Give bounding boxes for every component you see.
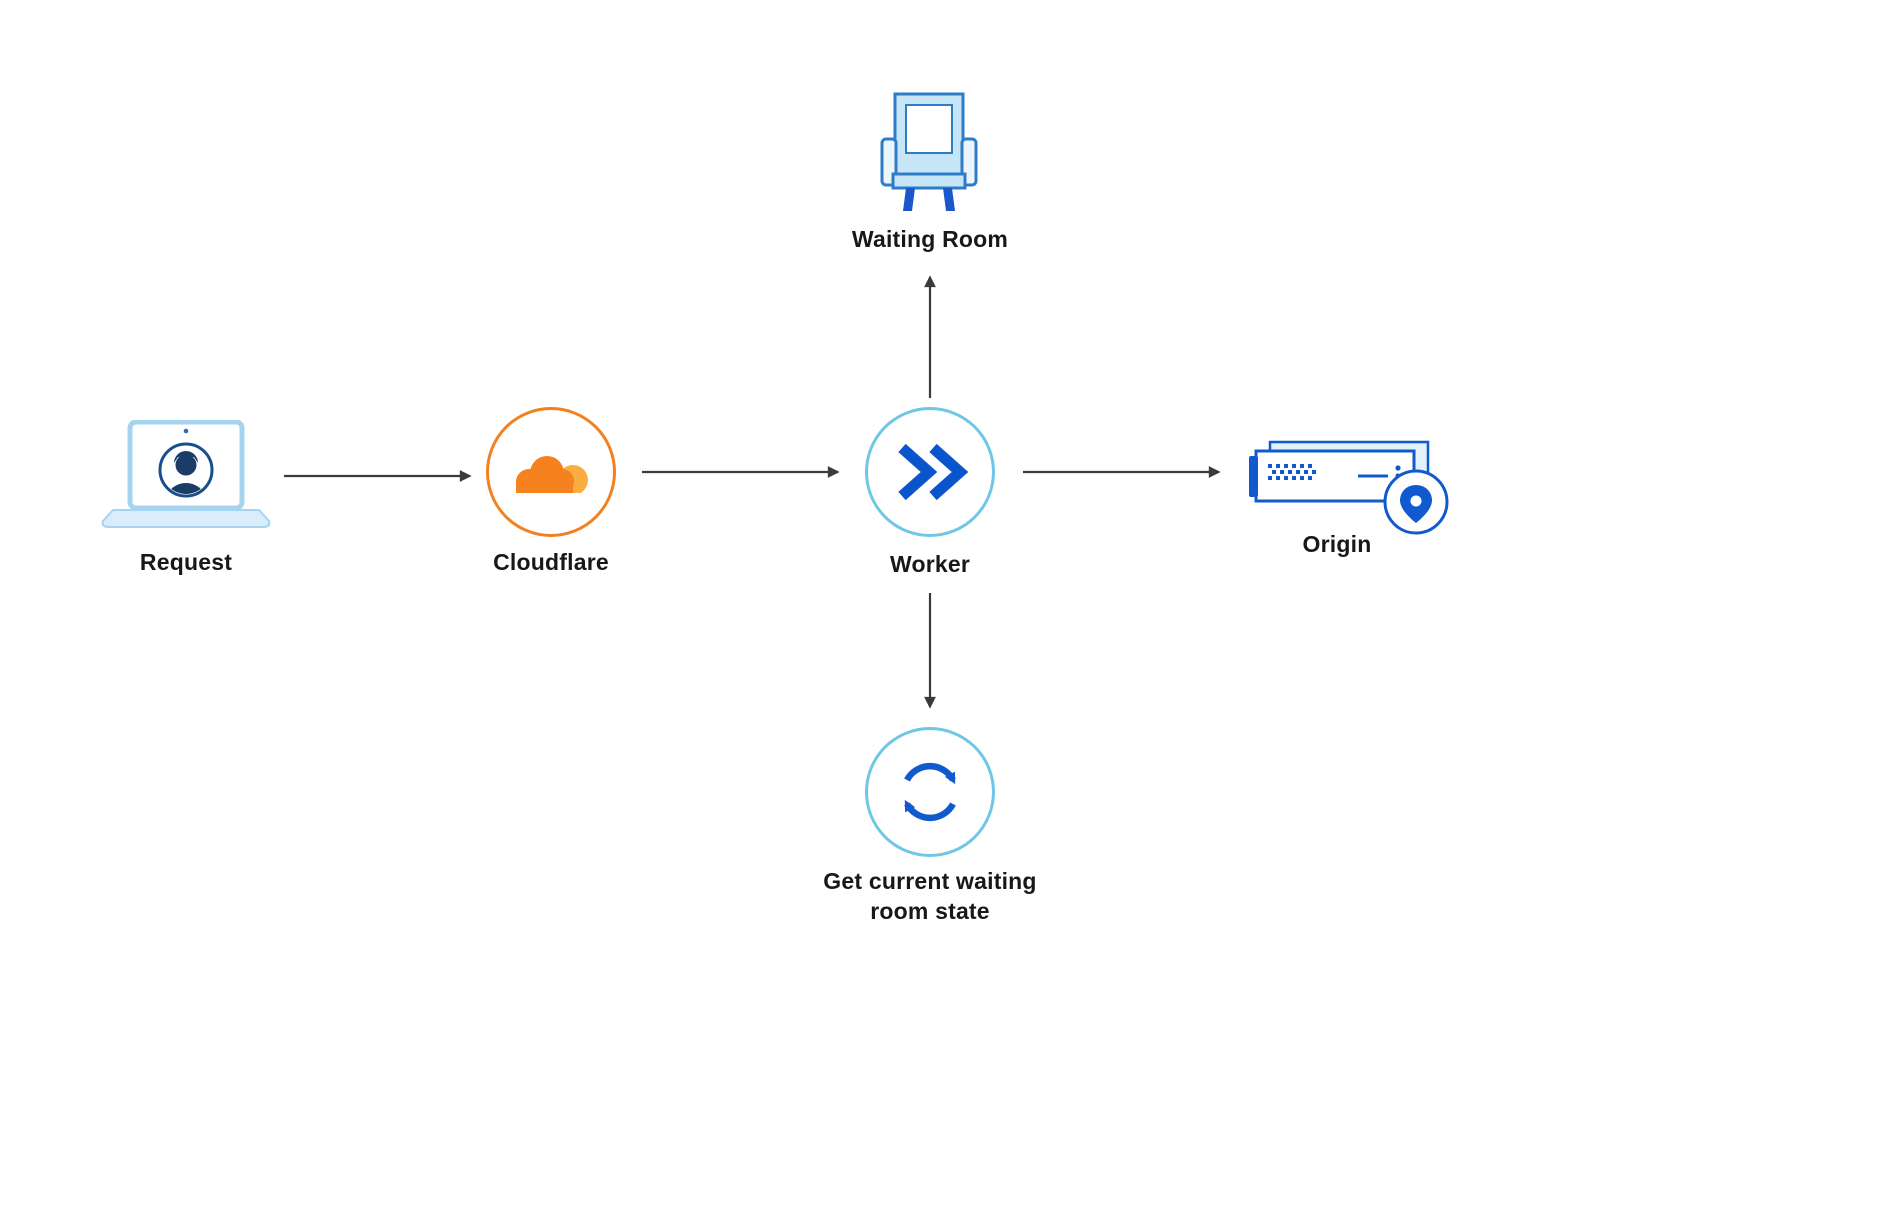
worker-node bbox=[865, 407, 995, 537]
laptop-user-icon bbox=[101, 420, 271, 528]
state-label-line1: Get current waiting bbox=[823, 868, 1037, 894]
waiting-room-label: Waiting Room bbox=[851, 226, 1009, 252]
worker-label: Worker bbox=[889, 551, 971, 577]
sync-arrows-icon bbox=[904, 762, 956, 822]
waiting-room-state-node bbox=[865, 727, 995, 857]
cloudflare-cloud-icon bbox=[509, 456, 593, 499]
origin-label: Origin bbox=[1302, 531, 1372, 557]
cloudflare-node bbox=[486, 407, 616, 537]
request-label: Request bbox=[139, 549, 233, 575]
waiting-room-state-label: Get current waiting room state bbox=[755, 866, 1105, 926]
cloudflare-label: Cloudflare bbox=[493, 549, 609, 575]
state-label-line2: room state bbox=[870, 898, 990, 924]
armchair-icon bbox=[880, 92, 978, 211]
worker-chevrons-icon bbox=[898, 443, 969, 501]
server-location-pin-icon bbox=[1249, 440, 1449, 535]
